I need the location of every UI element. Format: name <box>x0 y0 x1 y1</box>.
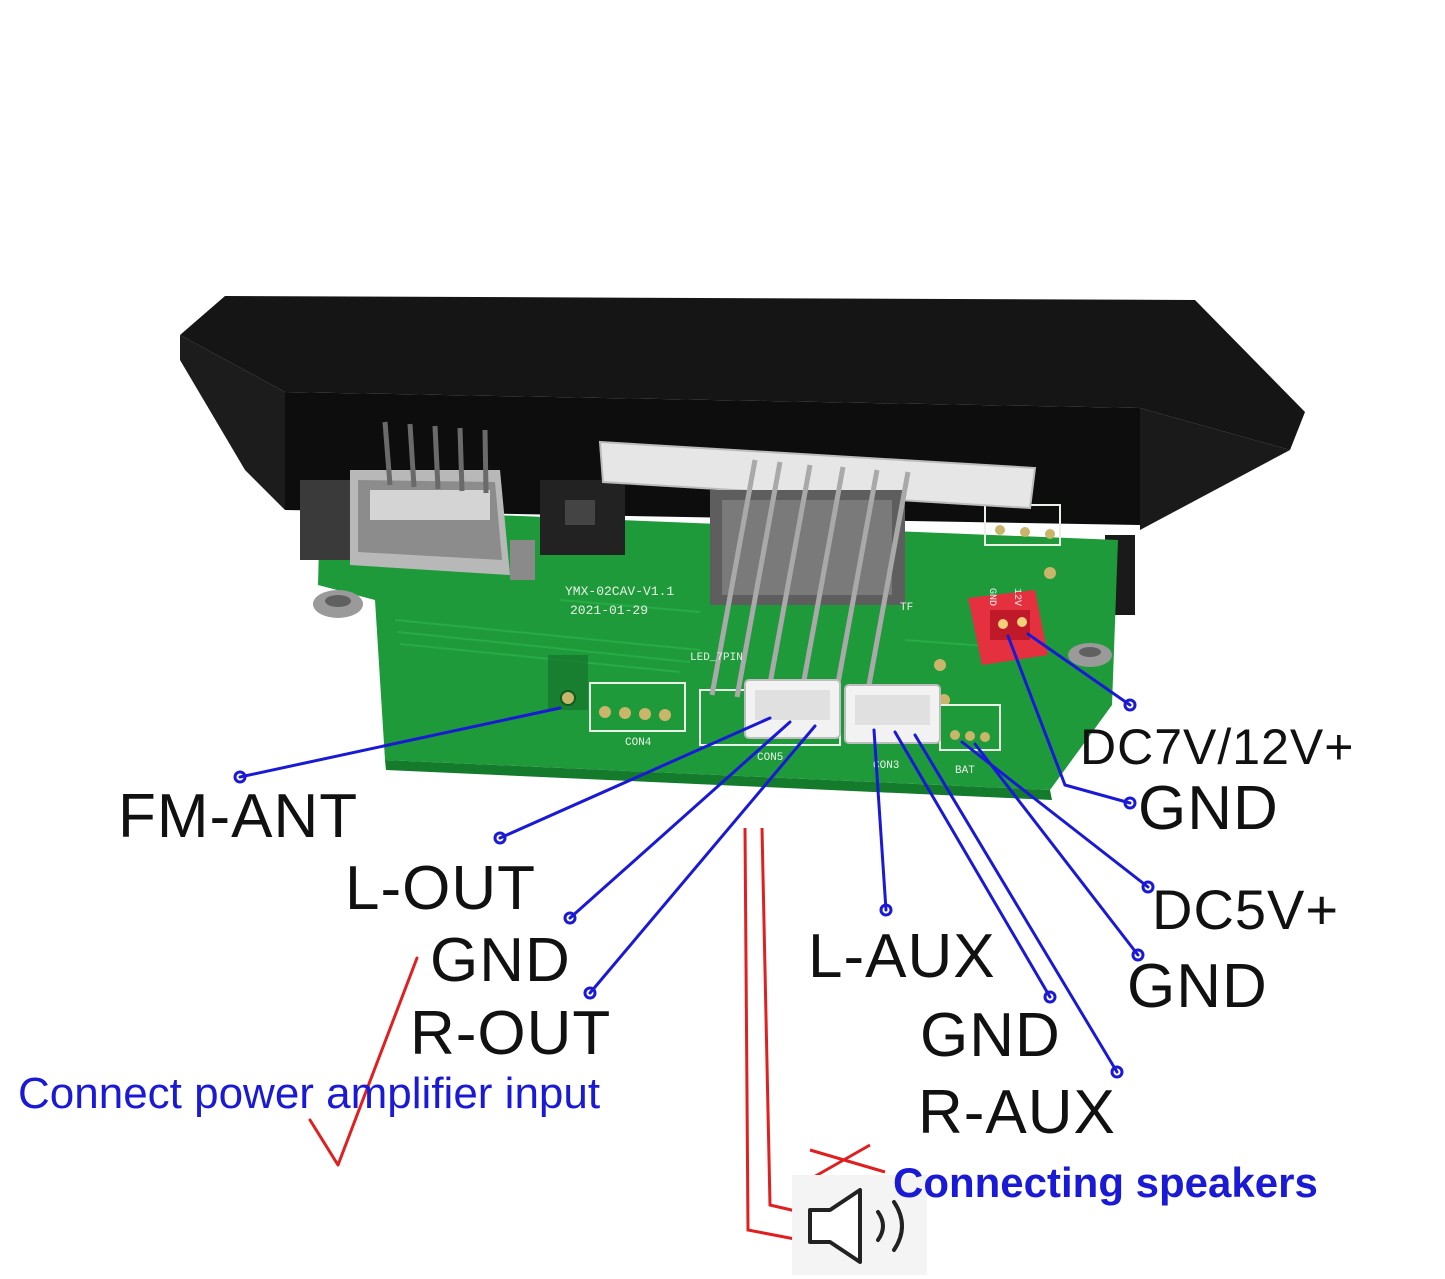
usb-port <box>300 470 535 580</box>
leader-dc12v <box>1026 632 1137 712</box>
white-connector-out <box>744 679 841 739</box>
mounting-screw <box>1068 643 1112 667</box>
leader-r-out <box>583 724 817 1000</box>
white-connector-aux <box>844 684 941 744</box>
label-r-aux: R-AUX <box>918 1078 1116 1147</box>
con4-label: CON4 <box>625 737 652 749</box>
leader-gnd-12v <box>1006 634 1137 810</box>
mode-switch <box>540 480 625 555</box>
board-date-text: 2021-01-29 <box>570 603 648 618</box>
label-gnd-aux: GND <box>920 1001 1061 1070</box>
power-gnd-label: GND <box>986 588 997 606</box>
note-connecting-speakers: Connecting speakers <box>893 1159 1318 1206</box>
led-display-header <box>598 440 1037 708</box>
label-gnd-out: GND <box>430 926 571 995</box>
leader-fm-ant <box>233 706 562 784</box>
leader-gnd-aux <box>893 730 1057 1004</box>
label-gnd-12v: GND <box>1138 774 1279 843</box>
label-dc-5v: DC5V+ <box>1152 878 1340 941</box>
label-fm-ant: FM-ANT <box>118 782 359 851</box>
label-l-aux: L-AUX <box>808 922 996 991</box>
usb-heatsink <box>382 421 489 494</box>
tf-label: TF <box>900 602 913 614</box>
speaker-wire-2 <box>760 827 801 1214</box>
power-12v-label: 12V <box>1011 588 1022 606</box>
red-power-connector <box>968 590 1048 665</box>
board-model-text: YMX-02CAV-V1.1 <box>565 584 674 599</box>
leader-gnd-5v <box>973 742 1145 962</box>
label-gnd-5v: GND <box>1127 952 1268 1021</box>
mounting-screw <box>313 590 363 618</box>
con3-label: CON3 <box>873 760 899 772</box>
leader-l-out <box>493 716 772 845</box>
bat-label: BAT <box>955 765 975 777</box>
leader-l-aux <box>872 728 893 917</box>
led-header-label: LED_7PIN <box>690 652 743 664</box>
check-mark-icon <box>308 956 419 1167</box>
note-power-amplifier: Connect power amplifier input <box>18 1069 601 1118</box>
speaker-icon <box>792 1175 927 1275</box>
leader-gnd-out <box>563 720 792 925</box>
leader-r-aux <box>913 733 1124 1079</box>
label-r-out: R-OUT <box>410 999 612 1068</box>
label-l-out: L-OUT <box>345 854 536 923</box>
speaker-wire-1 <box>743 827 801 1242</box>
con5-label: CON5 <box>757 752 783 764</box>
label-dc-12v: DC7V/12V+ <box>1080 719 1355 775</box>
